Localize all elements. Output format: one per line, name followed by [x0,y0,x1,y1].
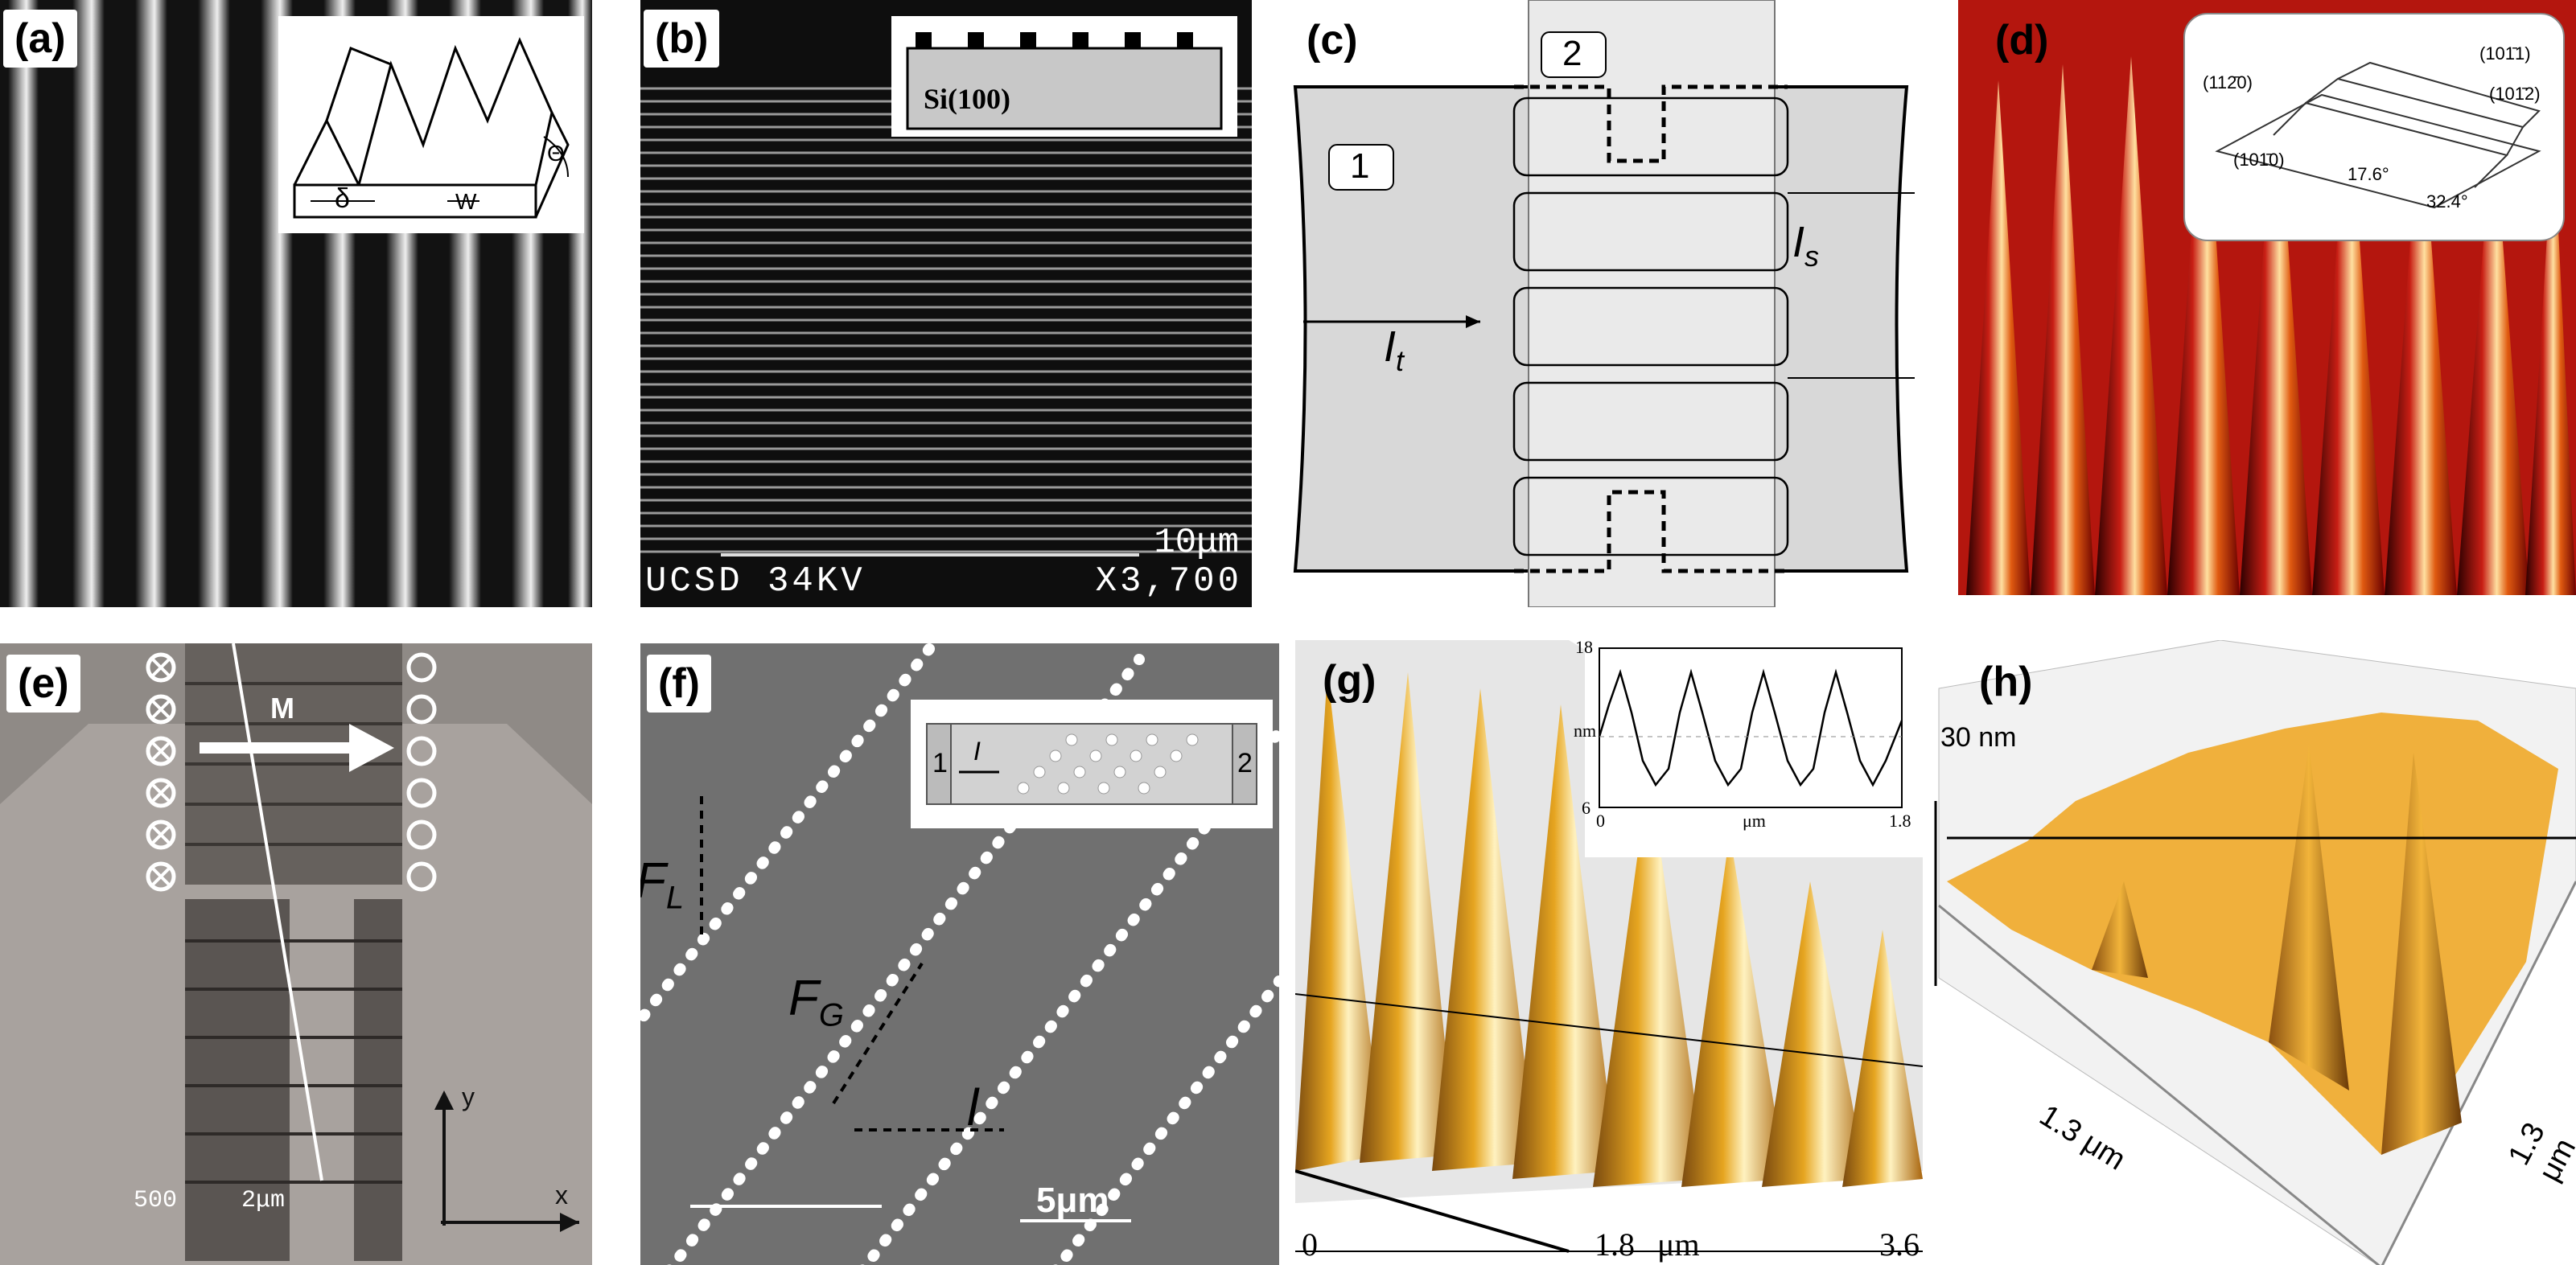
electrode-schematic [926,723,1257,805]
panel-e-sem-image [0,643,592,1265]
panel-c-box-2: 2 [1562,34,1582,73]
panel-d-inset: (112̄0) (101̄1) (101̄2) (101̄0) 17.6° 32… [2183,13,2565,241]
panel-g-label: (g) [1323,657,1376,704]
panel-e-scale-num: 500 [134,1187,178,1214]
panel-f: (f) 1 2 I FL FG l 5μm [640,643,1279,1265]
panel-c: (c) 1 2 It Is [1287,0,1923,607]
panel-b-label: (b) [644,10,720,68]
w-symbol: W [455,189,477,214]
panel-b: (b) Si(100) 10μm UCSD 34KV X3,700 [640,0,1252,607]
panel-d-label: (d) [1995,17,2049,64]
si-label: Si(100) [924,83,1010,115]
facet-1010: (101̄0) [2233,150,2285,170]
panel-g-tick-0: 0 [1302,1226,1318,1263]
panel-e-scale-label: 2μm [241,1187,286,1214]
panel-e: (e) M 500 2μm y x [0,643,592,1265]
panel-f-fl: FL [640,853,685,916]
facet-1011: (101̄1) [2479,43,2531,64]
panel-g-unit: μm [1657,1226,1700,1263]
angle-32-4: 32.4° [2426,191,2468,212]
panel-e-axis-x: x [555,1181,568,1210]
panel-b-scale-label: 10μm [1154,523,1239,563]
panel-c-box-1: 1 [1350,146,1370,186]
panel-a: (a) δ W Θ [0,0,592,607]
panel-c-schematic [1293,0,1915,607]
panel-a-inset: δ W Θ [278,16,584,233]
inset-electrode-2: 2 [1237,748,1253,778]
inset-x-left: 0 [1596,811,1605,831]
panel-c-current-s: Is [1792,218,1820,273]
groove-schematic: δ W Θ [293,37,570,219]
facet-1120: (112̄0) [2203,72,2253,92]
magnetization-label: M [270,692,294,725]
panel-c-label: (c) [1307,17,1358,64]
panel-b-footer-left: UCSD 34KV [645,561,866,602]
panel-b-footer-right: X3,700 [1095,561,1242,602]
panel-c-current-t: It [1384,322,1405,377]
panel-g-tick-2: 3.6 [1879,1226,1920,1263]
facet-schematic: (112̄0) (101̄1) (101̄2) (101̄0) 17.6° 32… [2203,43,2541,212]
panel-h-z-label: 30 nm [1940,722,2017,753]
inset-y-top: 18 [1575,640,1593,657]
panel-f-label: (f) [647,655,711,713]
height-profile-plot [1598,647,1903,808]
panel-h-label: (h) [1979,659,2033,705]
panel-e-label: (e) [6,655,80,713]
si-substrate-schematic: Si(100) [906,32,1223,130]
panel-b-inset: Si(100) [891,16,1237,137]
panel-h: (h) 30 nm 1.3 μm 1.3 μm [1931,640,2576,1265]
panel-g-inset: 18 nm 6 0 μm 1.8 [1574,640,1923,857]
panel-g: (g) 18 nm 6 0 μm 1.8 [1295,640,1923,1265]
panel-f-l: l [967,1078,979,1136]
panel-e-axis-y: y [462,1082,475,1111]
panel-a-label: (a) [3,10,77,68]
inset-electrode-1: 1 [932,748,948,778]
inset-current: I [973,737,981,766]
inset-y-bottom: 6 [1582,798,1590,818]
delta-symbol: δ [335,183,350,214]
panel-h-afm-image [1934,640,2576,1265]
inset-y-unit: nm [1574,721,1597,741]
panel-d: (d) (112̄0) (101̄1) (101̄2) (101̄0) 17.6… [1958,0,2576,607]
angle-17-6: 17.6° [2348,164,2389,184]
theta-symbol: Θ [547,141,565,166]
panel-f-fg: FG [788,971,844,1033]
panel-f-scale-label: 5μm [1036,1181,1109,1220]
panel-g-tick-1: 1.8 [1595,1226,1635,1263]
inset-x-unit: μm [1743,811,1766,831]
inset-x-right: 1.8 [1889,811,1911,831]
panel-f-inset: 1 2 I [911,700,1273,828]
facet-1012: (101̄2) [2489,84,2541,104]
